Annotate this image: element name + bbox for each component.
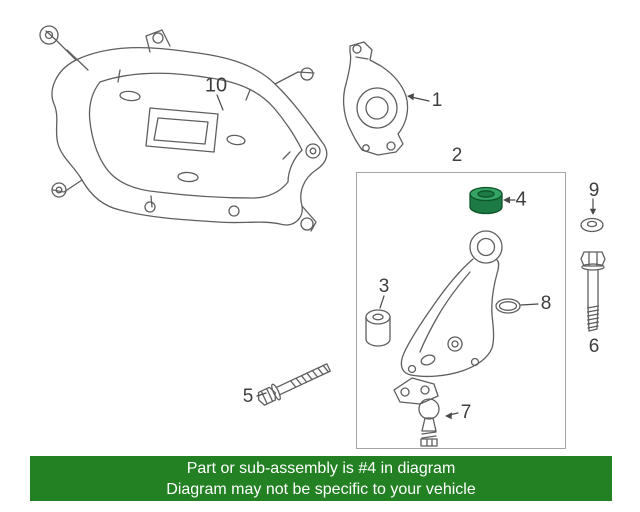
callout-4-highlighted[interactable]: 4 [515, 188, 527, 211]
callout-7[interactable]: 7 [460, 402, 472, 423]
control-arm-drawing [400, 230, 503, 378]
subframe-drawing [39, 25, 328, 232]
callout-1[interactable]: 1 [431, 90, 443, 111]
callout-3[interactable]: 3 [378, 276, 390, 297]
banner-line-2: Diagram may not be specific to your vehi… [166, 480, 476, 498]
bolt-drawing [580, 251, 606, 332]
ball-joint-drawing [393, 377, 440, 447]
leader-arrowheads [407, 93, 597, 420]
washer-drawing [580, 217, 604, 233]
highlight-info-banner: Part or sub-assembly is #4 in diagram Di… [30, 456, 612, 501]
callout-8[interactable]: 8 [540, 293, 552, 314]
snap-ring-drawing [495, 298, 521, 314]
callout-10[interactable]: 10 [204, 74, 228, 97]
highlighted-bushing-bore [477, 190, 495, 198]
assembly-detail-box [356, 172, 566, 449]
callout-9[interactable]: 9 [588, 180, 600, 201]
bolt-long-drawing [257, 363, 331, 406]
leader-lines [216, 94, 594, 416]
knuckle-drawing [342, 41, 409, 156]
highlighted-bushing-drawing [469, 186, 503, 215]
callout-5[interactable]: 5 [242, 386, 254, 407]
banner-line-1: Part or sub-assembly is #4 in diagram [186, 459, 456, 477]
callout-6[interactable]: 6 [588, 336, 600, 357]
bushing-drawing [365, 309, 391, 347]
callout-2[interactable]: 2 [451, 145, 463, 166]
